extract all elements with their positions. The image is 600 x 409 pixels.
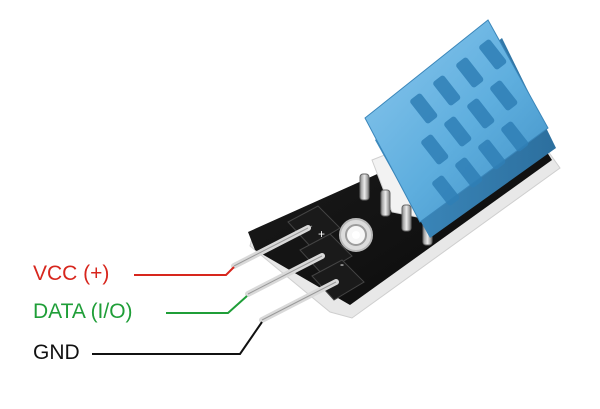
leader-line-vcc	[134, 266, 235, 276]
mounting-hole-icon	[339, 218, 373, 252]
silkscreen-plus: +	[318, 227, 325, 241]
pin-label-data: DATA (I/O)	[33, 300, 133, 323]
header-pin-vcc	[231, 225, 313, 269]
sensor-grille	[410, 39, 529, 206]
pin-label-gnd: GND	[33, 341, 80, 364]
pin-label-vcc: VCC (+)	[33, 262, 110, 285]
header-pin-data	[245, 253, 325, 297]
silkscreen-minus: -	[340, 257, 344, 271]
leader-line-gnd	[92, 321, 263, 355]
header-pin-gnd	[259, 279, 339, 323]
leader-line-data	[166, 295, 248, 314]
